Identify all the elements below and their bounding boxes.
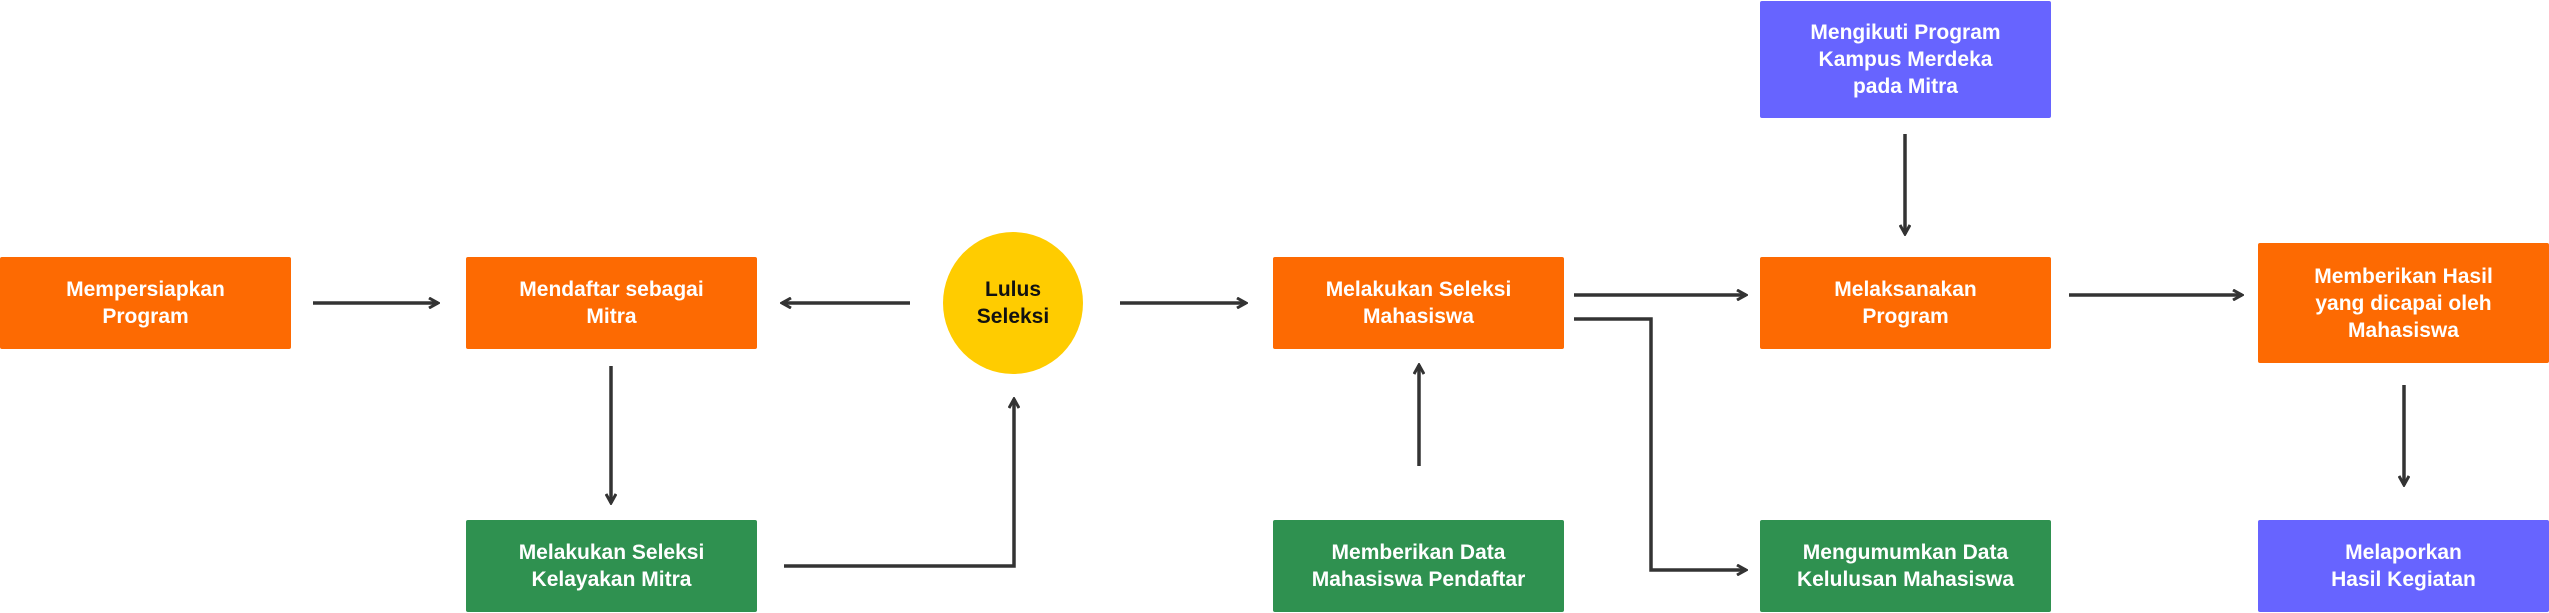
mempersiapkan-program-label: Mempersiapkan Program <box>66 278 225 328</box>
arrow-seleksi-to-mengumumkan <box>1574 317 1746 570</box>
melaksanakan-program-label: Melaksanakan Program <box>1834 278 1977 328</box>
melaporkan-hasil-box: Melaporkan Hasil Kegiatan <box>2258 520 2549 612</box>
lulus-seleksi-label: Lulus Seleksi <box>976 278 1050 328</box>
mempersiapkan-program-box: Mempersiapkan Program <box>0 257 291 349</box>
mengumumkan-kelulusan-box: Mengumumkan Data Kelulusan Mahasiswa <box>1760 520 2051 612</box>
lulus-seleksi-circle: Lulus Seleksi <box>943 232 1083 374</box>
data-pendaftar-label: Memberikan Data Mahasiswa Pendaftar <box>1311 541 1526 591</box>
seleksi-kelayakan-box: Melakukan Seleksi Kelayakan Mitra <box>466 520 757 612</box>
seleksi-mahasiswa-box: Melakukan Seleksi Mahasiswa <box>1273 257 1564 349</box>
data-pendaftar-box: Memberikan Data Mahasiswa Pendaftar <box>1273 520 1564 612</box>
melaporkan-hasil-label: Melaporkan Hasil Kegiatan <box>2331 541 2476 591</box>
hasil-mahasiswa-label: Memberikan Hasil yang dicapai oleh Mahas… <box>2314 264 2493 342</box>
arrow-kelayakan-to-lulus <box>784 399 1014 568</box>
seleksi-kelayakan-label: Melakukan Seleksi Kelayakan Mitra <box>518 541 705 591</box>
melaksanakan-program-box: Melaksanakan Program <box>1760 257 2051 349</box>
mengikuti-program-label: Mengikuti Program Kampus Merdeka pada Mi… <box>1810 21 2001 98</box>
mendaftar-mitra-label: Mendaftar sebagai Mitra <box>519 278 704 328</box>
mengikuti-program-box: Mengikuti Program Kampus Merdeka pada Mi… <box>1760 1 2051 118</box>
mendaftar-mitra-box: Mendaftar sebagai Mitra <box>466 257 757 349</box>
mengumumkan-kelulusan-label: Mengumumkan Data Kelulusan Mahasiswa <box>1796 541 2015 591</box>
seleksi-mahasiswa-label: Melakukan Seleksi Mahasiswa <box>1325 278 1512 328</box>
hasil-mahasiswa-box: Memberikan Hasil yang dicapai oleh Mahas… <box>2258 243 2549 363</box>
